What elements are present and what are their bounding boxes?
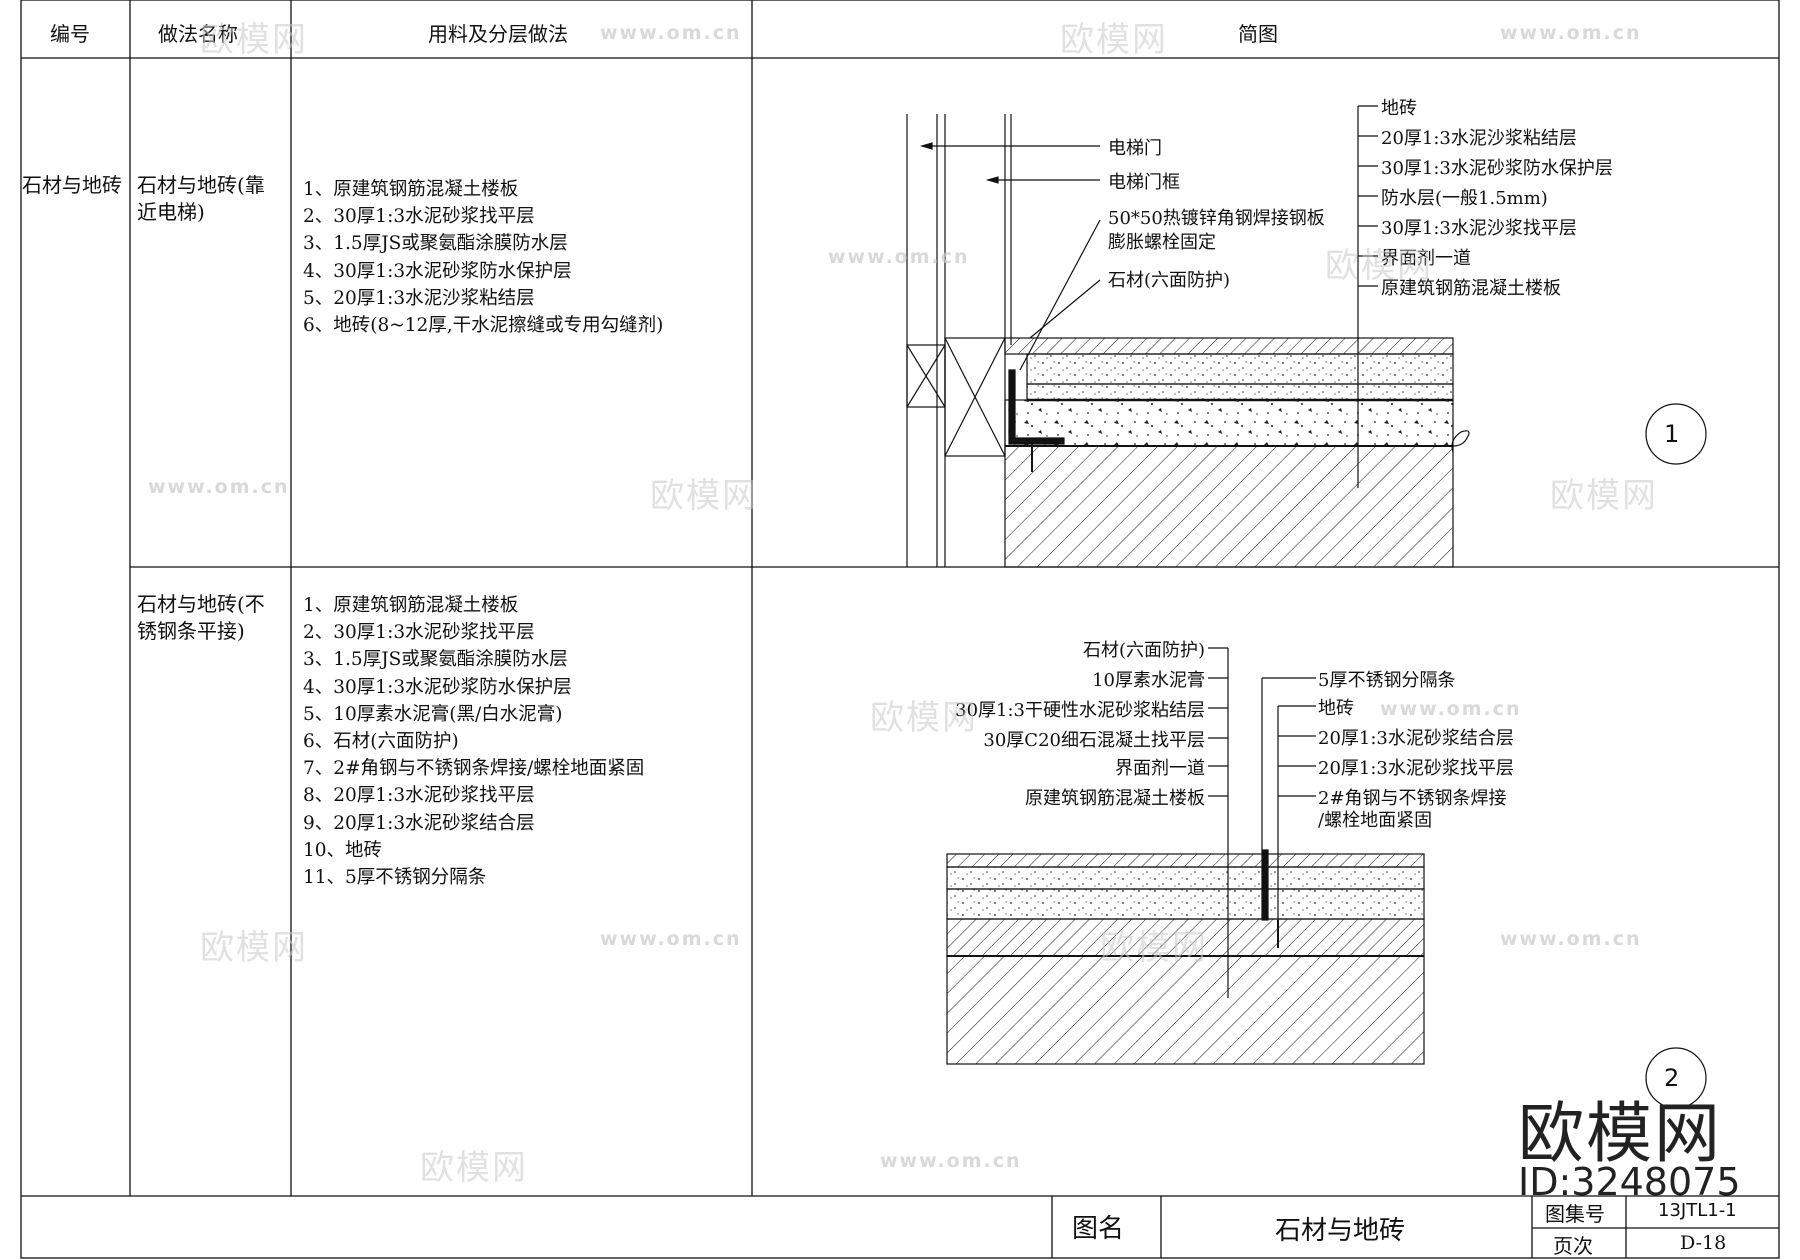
step-item: 11、5厚不锈钢分隔条 bbox=[303, 867, 487, 889]
diagram-1 bbox=[906, 105, 1707, 568]
d1-layer-label: 30厚1:3水泥沙浆找平层 bbox=[1381, 218, 1577, 239]
step-item: 5、10厚素水泥膏(黑/白水泥膏) bbox=[303, 703, 563, 725]
watermark-brand: 欧模网 bbox=[1100, 928, 1208, 968]
d2-left-label: 30厚C20细石混凝土找平层 bbox=[983, 730, 1205, 751]
watermark-brand: 欧模网 bbox=[200, 928, 308, 968]
step-item: 4、30厚1:3水泥砂浆防水保护层 bbox=[303, 260, 572, 282]
footer-page-value: D-18 bbox=[1680, 1232, 1727, 1254]
step-item: 1、原建筑钢筋混凝土楼板 bbox=[303, 179, 519, 200]
row2-name-line1: 石材与地砖(不 bbox=[137, 592, 265, 616]
header-no: 编号 bbox=[50, 22, 90, 46]
d2-left-label: 30厚1:3干硬性水泥砂浆粘结层 bbox=[955, 700, 1205, 721]
d2-left-label: 10厚素水泥膏 bbox=[1092, 670, 1205, 691]
d2-right-label: /螺栓地面紧固 bbox=[1318, 810, 1433, 831]
watermark-brand: 欧模网 bbox=[420, 1148, 528, 1188]
diagram-2 bbox=[946, 647, 1707, 1109]
footer-figure-name-label: 图名 bbox=[1072, 1214, 1125, 1244]
footer-atlas-label: 图集号 bbox=[1545, 1202, 1605, 1226]
d2-right-label: 20厚1:3水泥砂浆找平层 bbox=[1318, 758, 1514, 779]
header-diagram: 简图 bbox=[1238, 22, 1278, 46]
row2-steps: 1、原建筑钢筋混凝土楼板 2、30厚1:3水泥砂浆找平层 3、1.5厚JS或聚氨… bbox=[303, 592, 644, 891]
row1-name: 石材与地砖(靠 近电梯) bbox=[137, 172, 265, 226]
step-item: 3、1.5厚JS或聚氨酯涂膜防水层 bbox=[303, 233, 568, 255]
d2-left-label: 界面剂一道 bbox=[1115, 758, 1205, 779]
watermark-url: www.om.cn bbox=[148, 476, 290, 498]
d2-right-label: 5厚不锈钢分隔条 bbox=[1318, 670, 1456, 691]
d1-label-steel-2: 膨胀螺栓固定 bbox=[1108, 232, 1216, 253]
d1-layer-label: 地砖 bbox=[1381, 98, 1417, 119]
brand-logo-text: 欧模网 bbox=[1518, 1095, 1722, 1172]
step-item: 5、20厚1:3水泥沙浆粘结层 bbox=[303, 287, 535, 309]
watermark-url: www.om.cn bbox=[828, 246, 970, 268]
step-item: 8、20厚1:3水泥砂浆找平层 bbox=[303, 785, 535, 807]
footer-figure-name: 石材与地砖 bbox=[1275, 1216, 1406, 1246]
step-item: 9、20厚1:3水泥砂浆结合层 bbox=[303, 812, 535, 834]
step-item: 2、30厚1:3水泥砂浆找平层 bbox=[303, 206, 535, 228]
step-item: 6、地砖(8~12厚,干水泥擦缝或专用勾缝剂) bbox=[303, 315, 664, 337]
d2-number: 2 bbox=[1664, 1064, 1680, 1092]
step-item: 3、1.5厚JS或聚氨酯涂膜防水层 bbox=[303, 649, 568, 671]
footer-page-label: 页次 bbox=[1553, 1234, 1593, 1258]
d1-layer-label: 原建筑钢筋混凝土楼板 bbox=[1381, 278, 1561, 299]
row1-steps: 1、原建筑钢筋混凝土楼板 2、30厚1:3水泥砂浆找平层 3、1.5厚JS或聚氨… bbox=[303, 176, 663, 339]
d1-label-stone: 石材(六面防护) bbox=[1108, 270, 1231, 291]
table-frame bbox=[20, 0, 1780, 1259]
header-method: 用料及分层做法 bbox=[428, 22, 568, 46]
watermark-url: www.om.cn bbox=[880, 1150, 1022, 1172]
category-label: 石材与地砖 bbox=[22, 173, 122, 197]
step-item: 6、石材(六面防护) bbox=[303, 731, 459, 753]
watermark-url: www.om.cn bbox=[600, 928, 742, 950]
row1-name-line2: 近电梯) bbox=[137, 200, 205, 224]
watermark-brand: 欧模网 bbox=[1325, 246, 1433, 286]
d1-label-steel-1: 50*50热镀锌角钢焊接钢板 bbox=[1108, 208, 1325, 229]
row2-name: 石材与地砖(不 锈钢条平接) bbox=[137, 591, 265, 645]
step-item: 7、2#角钢与不锈钢条焊接/螺栓地面紧固 bbox=[303, 758, 645, 780]
d2-right-label: 2#角钢与不锈钢条焊接 bbox=[1318, 788, 1507, 809]
d1-layer-label: 防水层(一般1.5mm) bbox=[1381, 188, 1548, 209]
footer-atlas-value: 13JTL1-1 bbox=[1658, 1200, 1737, 1221]
step-item: 10、地砖 bbox=[303, 839, 383, 861]
watermark-brand: 欧模网 bbox=[1550, 476, 1658, 516]
header-name: 做法名称 bbox=[158, 22, 238, 46]
row2-name-line2: 锈钢条平接) bbox=[137, 619, 245, 643]
d1-layer-label: 20厚1:3水泥沙浆粘结层 bbox=[1381, 128, 1577, 149]
watermark-url: www.om.cn bbox=[1500, 22, 1642, 44]
step-item: 4、30厚1:3水泥砂浆防水保护层 bbox=[303, 676, 572, 698]
row1-name-line1: 石材与地砖(靠 bbox=[137, 173, 265, 197]
watermark-url: www.om.cn bbox=[600, 22, 742, 44]
d2-left-label: 石材(六面防护) bbox=[1082, 640, 1205, 661]
watermark-url: www.om.cn bbox=[1500, 928, 1642, 950]
watermark-url: www.om.cn bbox=[1380, 698, 1522, 720]
d2-right-label: 地砖 bbox=[1318, 698, 1354, 719]
d1-layer-label: 30厚1:3水泥砂浆防水保护层 bbox=[1381, 158, 1613, 179]
d2-right-label: 20厚1:3水泥砂浆结合层 bbox=[1318, 728, 1514, 749]
watermark-brand: 欧模网 bbox=[650, 476, 758, 516]
watermark-brand: 欧模网 bbox=[870, 698, 978, 738]
step-item: 1、原建筑钢筋混凝土楼板 bbox=[303, 595, 519, 616]
d2-left-label: 原建筑钢筋混凝土楼板 bbox=[1025, 788, 1205, 809]
brand-id-text: ID:3248075 bbox=[1518, 1160, 1741, 1204]
watermark-brand: 欧模网 bbox=[200, 20, 308, 60]
d1-number: 1 bbox=[1664, 420, 1680, 448]
d1-layer-label: 界面剂一道 bbox=[1381, 248, 1471, 269]
step-item: 2、30厚1:3水泥砂浆找平层 bbox=[303, 622, 535, 644]
d1-label-door: 电梯门 bbox=[1108, 138, 1162, 159]
watermark-brand: 欧模网 bbox=[1060, 20, 1168, 60]
d1-label-frame: 电梯门框 bbox=[1108, 172, 1180, 193]
